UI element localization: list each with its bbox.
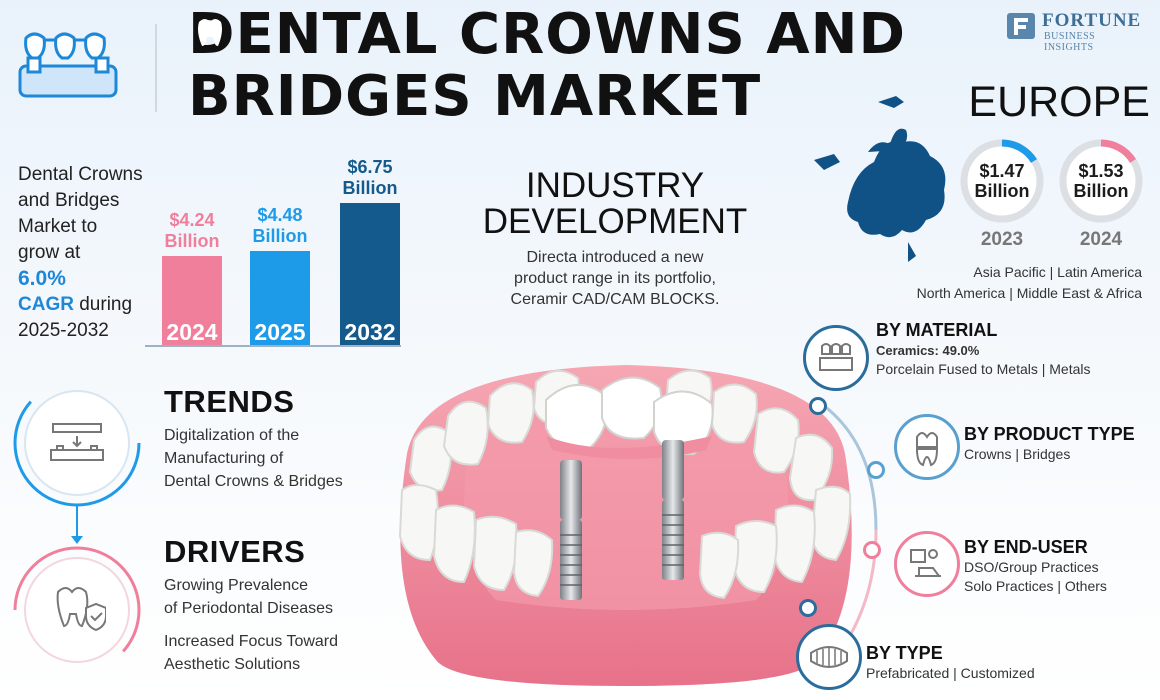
bar-year-label: 2025: [254, 319, 306, 345]
bridge-material-icon: [819, 343, 853, 371]
enduser-segment: BY END-USER DSO/Group Practices Solo Pra…: [964, 537, 1154, 596]
drivers-item-1-line-2: of Periodontal Diseases: [164, 600, 333, 617]
crown-icon: [915, 432, 939, 467]
header-divider: [155, 24, 157, 112]
material-title: BY MATERIAL: [876, 320, 998, 340]
chart-baseline: [145, 345, 401, 347]
industry-development-title: INDUSTRY DEVELOPMENT: [470, 168, 760, 240]
type-title: BY TYPE: [866, 643, 943, 663]
regions-line-1: Asia Pacific | Latin America: [973, 264, 1142, 280]
tooth-icon: [198, 19, 222, 46]
enduser-title: BY END-USER: [964, 537, 1088, 557]
cagr-period: 2025-2032: [18, 320, 109, 341]
other-regions: Asia Pacific | Latin America North Ameri…: [860, 262, 1142, 304]
enduser-icon-circle: [894, 531, 960, 597]
intro-line-3: Market to: [18, 216, 98, 237]
product-icon-circle: [894, 414, 960, 480]
regions-line-2: North America | Middle East & Africa: [916, 285, 1142, 301]
industry-text-line-2: product range in its portfolio,: [514, 270, 716, 287]
bar-year-label: 2032: [344, 319, 396, 345]
intro-line-4: grow at: [18, 242, 81, 263]
logo-icon: [1007, 13, 1035, 39]
cagr-label: CAGR: [18, 294, 74, 315]
industry-development-text: Directa introduced a new product range i…: [470, 247, 760, 310]
industry-title-line-1: INDUSTRY: [525, 166, 705, 205]
drivers-item-1: Growing Prevalence of Periodontal Diseas…: [164, 574, 394, 620]
page-title: DENTAL CROWNS AND BRIDGES MARKET: [188, 4, 906, 128]
drivers-title: DRIVERS: [164, 534, 306, 569]
fortune-logo: FORTUNE BUSINESS INSIGHTS: [1006, 10, 1146, 53]
europe-map-icon: [814, 96, 946, 262]
logo-sub-text: BUSINESS INSIGHTS: [1044, 31, 1096, 53]
teeth-set-icon: [810, 646, 848, 668]
material-icon-circle: [803, 325, 869, 391]
product-dot: [867, 461, 885, 479]
bar-2025: 2025: [250, 251, 310, 345]
product-title: BY PRODUCT TYPE: [964, 424, 1135, 444]
industry-title-line-2: DEVELOPMENT: [482, 202, 748, 241]
industry-text-line-3: Ceramir CAD/CAM BLOCKS.: [510, 291, 720, 308]
bar-year-label: 2024: [166, 319, 218, 345]
trends-title: TRENDS: [164, 384, 295, 419]
tooth-shield-icon: [56, 587, 106, 632]
enduser-dot: [863, 541, 881, 559]
type-text: Prefabricated | Customized: [866, 665, 1035, 681]
title-line-2: BRIDGES MARKET: [188, 64, 762, 129]
bar-2024: 2024: [162, 256, 222, 345]
intro-line-1: Dental Crowns: [18, 164, 143, 185]
drivers-item-2: Increased Focus Toward Aesthetic Solutio…: [164, 630, 394, 676]
bar-2032: 2032: [340, 203, 400, 345]
product-segment: BY PRODUCT TYPE Crowns | Bridges: [964, 424, 1154, 464]
type-icon-circle: [796, 624, 862, 690]
enduser-line-1: DSO/Group Practices: [964, 559, 1099, 575]
trends-line-1: Digitalization of the: [164, 427, 300, 444]
type-dot: [799, 599, 817, 617]
material-highlight: Ceramics: 49.0%: [876, 343, 980, 358]
product-text: Crowns | Bridges: [964, 446, 1071, 462]
dental-bridge-illustration: [398, 365, 852, 686]
material-dot: [809, 397, 827, 415]
dental-scan-icon: [50, 423, 104, 461]
drivers-section: DRIVERS Growing Prevalence of Periodonta…: [164, 534, 394, 676]
trends-drivers-connector: [13, 379, 141, 674]
type-segment: BY TYPE Prefabricated | Customized: [866, 643, 1106, 683]
trends-line-3: Dental Crowns & Bridges: [164, 473, 343, 490]
material-segment: BY MATERIAL Ceramics: 49.0% Porcelain Fu…: [876, 320, 1156, 379]
trends-section: TRENDS Digitalization of the Manufacturi…: [164, 384, 394, 493]
bridge-icon: [18, 32, 118, 98]
europe-donut-year: 2023: [980, 229, 1024, 250]
enduser-line-2: Solo Practices | Others: [964, 578, 1107, 594]
dentist-chair-icon: [910, 549, 941, 577]
growth-intro: Dental Crowns and Bridges Market to grow…: [18, 162, 168, 344]
cagr-value: 6.0%: [18, 267, 66, 290]
drivers-item-2-line-2: Aesthetic Solutions: [164, 656, 301, 673]
europe-donut-year: 2024: [1079, 229, 1123, 250]
drivers-item-2-line-1: Increased Focus Toward: [164, 633, 339, 650]
cagr-during: during: [73, 294, 133, 315]
logo-main-text: FORTUNE: [1042, 10, 1142, 31]
industry-text-line-1: Directa introduced a new: [526, 249, 704, 266]
trends-line-2: Manufacturing of: [164, 450, 284, 467]
drivers-item-1-line-1: Growing Prevalence: [164, 577, 309, 594]
title-line-1: DENTAL CROWNS AND: [188, 2, 906, 67]
europe-title: EUROPE: [968, 78, 1150, 126]
trends-text: Digitalization of the Manufacturing of D…: [164, 424, 394, 493]
intro-line-2: and Bridges: [18, 190, 120, 211]
material-text: Porcelain Fused to Metals | Metals: [876, 361, 1091, 377]
